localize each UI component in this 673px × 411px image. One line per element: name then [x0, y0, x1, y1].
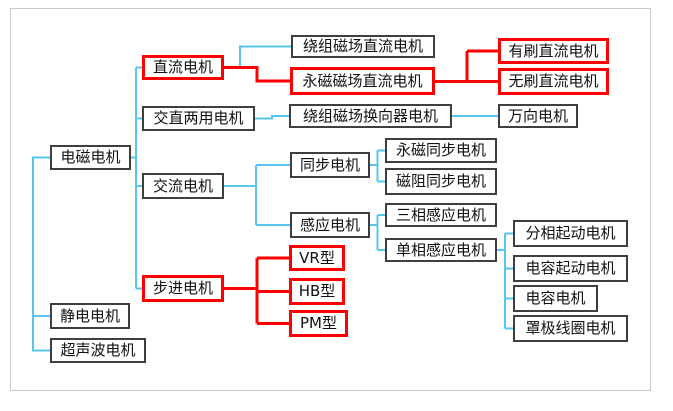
node-ac-dc-motor: 交直两用电机: [142, 106, 255, 131]
node-capacitor-motor: 电容电机: [513, 285, 598, 312]
node-brushed-dc-motor: 有刷直流电机: [498, 38, 609, 64]
node-pm-synchronous-motor: 永磁同步电机: [385, 138, 497, 163]
node-split-phase-start-motor: 分相起动电机: [513, 220, 628, 247]
node-brushless-dc-motor: 无刷直流电机: [498, 68, 609, 95]
node-reluctance-synchronous-motor: 磁阻同步电机: [385, 168, 497, 195]
node-wound-field-dc-motor: 绕组磁场直流电机: [291, 35, 435, 58]
node-single-phase-induction-motor: 单相感应电机: [385, 238, 497, 262]
node-synchronous-motor: 同步电机: [290, 152, 370, 178]
node-hb-type: HB型: [289, 278, 345, 305]
node-shaded-pole-motor: 罩极线圈电机: [513, 315, 628, 342]
node-capacitor-start-motor: 电容起动电机: [513, 255, 628, 282]
node-universal-motor: 万向电机: [498, 104, 578, 128]
node-dc-motor: 直流电机: [142, 55, 224, 80]
node-ac-motor: 交流电机: [142, 173, 224, 199]
node-vr-type: VR型: [289, 245, 345, 271]
node-ultrasonic-motor: 超声波电机: [50, 338, 146, 363]
node-electromagnetic-motor: 电磁电机: [50, 145, 131, 170]
node-permanent-magnet-dc-motor: 永磁磁场直流电机: [290, 67, 435, 95]
node-pm-type: PM型: [289, 310, 348, 337]
node-three-phase-induction-motor: 三相感应电机: [385, 203, 497, 227]
node-induction-motor: 感应电机: [290, 212, 370, 238]
node-wound-field-commutator-motor: 绕组磁场换向器电机: [289, 104, 452, 128]
node-electrostatic-motor: 静电电机: [50, 303, 130, 329]
node-stepper-motor: 步进电机: [142, 275, 224, 302]
